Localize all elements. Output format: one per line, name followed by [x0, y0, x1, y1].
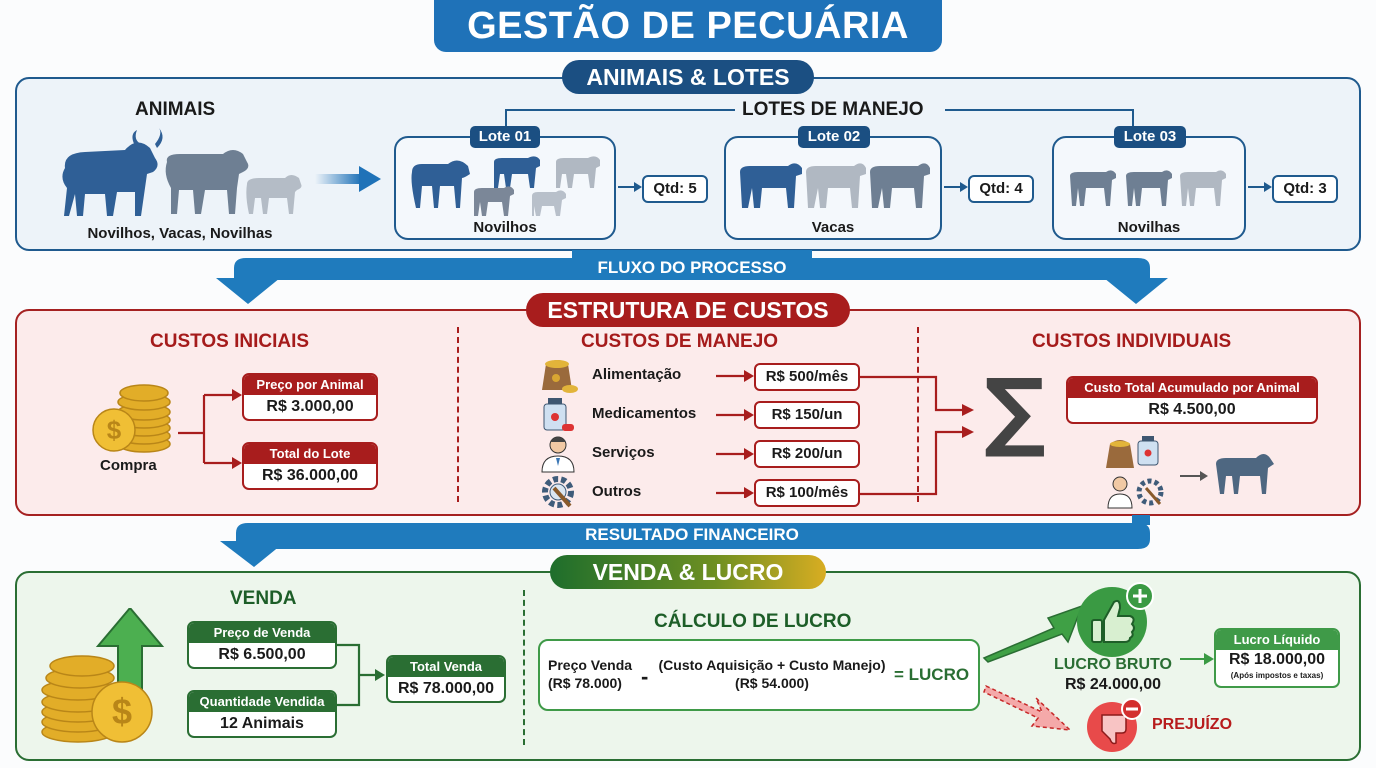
- flow-band-label-2: RESULTADO FINANCEIRO: [585, 525, 799, 544]
- custos-label: ESTRUTURA DE CUSTOS: [526, 293, 850, 327]
- preco-por-animal-label: Preço por Animal: [244, 375, 376, 395]
- preco-venda-label: Preço de Venda: [189, 623, 335, 643]
- manejo-item-value: R$ 100/mês: [754, 479, 860, 507]
- custos-manejo-heading: CUSTOS DE MANEJO: [581, 331, 779, 352]
- preco-venda-value: R$ 6.500,00: [218, 646, 306, 663]
- merge-arrow: [337, 643, 385, 707]
- custo-total-card: Custo Total Acumulado por Animal R$ 4.50…: [1066, 376, 1318, 424]
- formula-term2-value: (R$ 54.000): [735, 675, 809, 691]
- total-venda-value: R$ 78.000,00: [397, 680, 495, 697]
- lucro-liquido-value: R$ 18.000,00: [1228, 651, 1326, 668]
- formula-term1-value: (R$ 78.000): [548, 675, 622, 691]
- manejo-item-value: R$ 500/mês: [754, 363, 860, 391]
- sum-icon: ∑: [984, 361, 1046, 461]
- manejo-item-label: Serviços: [592, 444, 655, 461]
- calculo-formula-box: [538, 639, 980, 711]
- lote-01-cattle-icon: [411, 156, 600, 216]
- total-do-lote-label: Total do Lote: [244, 444, 376, 464]
- lote-03-qtd: Qtd: 3: [1272, 175, 1338, 203]
- divider: [457, 327, 459, 502]
- costs-to-animal-icon: [1106, 436, 1274, 509]
- page-title: GESTÃO DE PECUÁRIA: [434, 0, 942, 52]
- lote-02-qtd: Qtd: 4: [968, 175, 1034, 203]
- formula-term2-label: (Custo Aquisição + Custo Manejo): [658, 657, 886, 673]
- lote-02-tag: Lote 02: [798, 126, 870, 148]
- lucro-liquido-card: Lucro Líquido R$ 18.000,00 (Após imposto…: [1214, 628, 1340, 688]
- manejo-item-label: Alimentação: [592, 366, 682, 383]
- lote-02-cattle-icon: [740, 163, 930, 208]
- manejo-item-value: R$ 200/un: [754, 440, 860, 468]
- coins-up-arrow-icon: $: [41, 608, 165, 743]
- thumbs-up-icon: [1077, 582, 1154, 657]
- custos-individuais-heading: CUSTOS INDIVIDUAIS: [1032, 331, 1232, 352]
- thumbs-down-icon: [1087, 698, 1143, 752]
- animais-caption: Novilhos, Vacas, Novilhas: [87, 225, 273, 242]
- preco-por-animal-card: Preço por Animal R$ 3.000,00: [242, 373, 378, 421]
- compra-caption: Compra: [100, 457, 157, 474]
- coins-stack-icon: $: [92, 384, 171, 453]
- medicine-bottle-icon: [543, 398, 574, 431]
- calculo-heading: CÁLCULO DE LUCRO: [654, 611, 852, 632]
- custo-total-label: Custo Total Acumulado por Animal: [1068, 378, 1316, 398]
- quantidade-vendida-value: 12 Animais: [220, 715, 304, 732]
- gear-wrench-icon: [542, 476, 574, 508]
- formula-minus: -: [641, 664, 649, 689]
- arrow-right-icon: [315, 166, 381, 192]
- manejo-arrows: [716, 370, 754, 498]
- total-do-lote-card: Total do Lote R$ 36.000,00: [242, 442, 378, 490]
- formula-term2: (Custo Aquisição + Custo Manejo) (R$ 54.…: [654, 656, 890, 692]
- lote-01-tag: Lote 01: [470, 126, 540, 148]
- quantidade-vendida-label: Quantidade Vendida: [189, 692, 335, 712]
- lucro-liquido-note: (Após impostos e taxas): [1230, 671, 1324, 680]
- manejo-item-label: Outros: [592, 483, 642, 500]
- total-do-lote-value: R$ 36.000,00: [261, 467, 359, 484]
- manejo-item-value: R$ 150/un: [754, 401, 860, 429]
- svg-text:$: $: [112, 691, 132, 732]
- outcome-arrows: [982, 604, 1084, 731]
- venda-lucro-label: VENDA & LUCRO: [550, 555, 826, 589]
- arrow-right-icon: [944, 182, 968, 192]
- arrow-right-icon: [1180, 653, 1214, 665]
- sum-connector-arrows: [860, 375, 974, 496]
- arrow-right-icon: [618, 182, 642, 192]
- flow-band-label-1: FLUXO DO PROCESSO: [597, 258, 787, 277]
- divider: [917, 327, 919, 502]
- lote-03-caption: Novilhas: [1117, 219, 1181, 236]
- venda-heading: VENDA: [230, 588, 297, 609]
- branch-arrows: [178, 389, 242, 469]
- feed-sack-icon: [542, 360, 578, 393]
- flow-arrow-return: [220, 515, 1150, 567]
- lote-01-qtd: Qtd: 5: [642, 175, 708, 203]
- formula-result: = LUCRO: [894, 665, 970, 684]
- arrow-right-icon: [1248, 182, 1272, 192]
- formula-term1: Preço Venda (R$ 78.000): [548, 656, 632, 692]
- veterinarian-icon: [541, 436, 575, 473]
- manejo-item-label: Medicamentos: [592, 405, 697, 422]
- lucro-bruto-label: LUCRO BRUTO: [1054, 656, 1172, 673]
- quantidade-vendida-card: Quantidade Vendida 12 Animais: [187, 690, 337, 738]
- custos-iniciais-heading: CUSTOS INICIAIS: [150, 331, 310, 352]
- total-venda-label: Total Venda: [388, 657, 504, 677]
- lote-01-caption: Novilhos: [473, 219, 537, 236]
- lucro-bruto-value: R$ 24.000,00: [1064, 676, 1162, 693]
- total-venda-card: Total Venda R$ 78.000,00: [386, 655, 506, 703]
- lotes-heading: LOTES DE MANEJO: [742, 99, 924, 120]
- preco-venda-card: Preço de Venda R$ 6.500,00: [187, 621, 337, 669]
- lote-03-cattle-icon: [1070, 170, 1226, 206]
- svg-text:$: $: [107, 415, 122, 445]
- lote-02-caption: Vacas: [811, 219, 855, 236]
- prejuizo-label: PREJUÍZO: [1152, 716, 1233, 733]
- flow-arrow-split: [216, 250, 1168, 304]
- formula-term1-label: Preço Venda: [548, 657, 633, 673]
- lote-03-tag: Lote 03: [1114, 126, 1186, 148]
- preco-por-animal-value: R$ 3.000,00: [266, 398, 354, 415]
- custo-total-value: R$ 4.500,00: [1148, 401, 1236, 418]
- cattle-group-icon: [62, 128, 302, 216]
- animais-heading: ANIMAIS: [135, 99, 216, 120]
- lucro-liquido-label: Lucro Líquido: [1216, 630, 1338, 650]
- divider: [523, 590, 525, 745]
- animais-lotes-label: ANIMAIS & LOTES: [562, 60, 814, 94]
